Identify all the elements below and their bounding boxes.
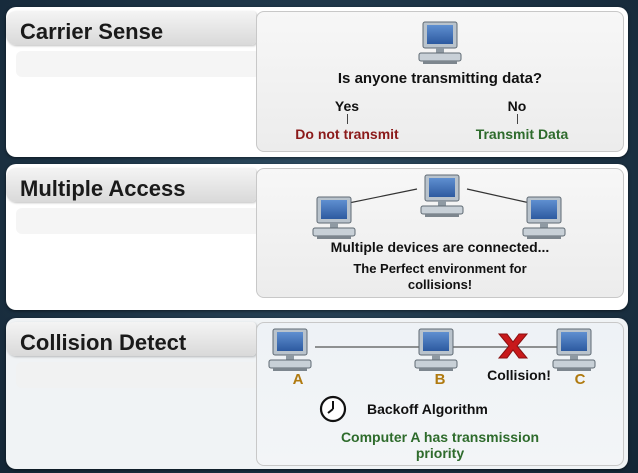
no-result: Transmit Data	[475, 126, 569, 142]
collision-x-icon	[497, 333, 529, 359]
computer-icon	[418, 21, 462, 64]
carrier-sense-title: Carrier Sense	[20, 19, 164, 44]
panel-shading	[16, 362, 261, 388]
collision-detect-box: A B Collision! C Backoff Algorithm Compu…	[256, 322, 624, 466]
option-no: No	[507, 98, 527, 114]
priority-line1: Computer A has transmission	[340, 429, 540, 445]
panel-shading	[16, 51, 261, 77]
no-connector	[517, 114, 518, 124]
panel-shading	[16, 208, 261, 234]
multiple-access-line1: Multiple devices are connected...	[330, 239, 550, 255]
multiple-access-line2: The Perfect environment for	[353, 261, 527, 276]
computer-icon	[552, 328, 596, 371]
yes-result: Do not transmit	[295, 126, 399, 142]
collision-detect-title: Collision Detect	[20, 330, 187, 355]
multiple-access-title: Multiple Access	[20, 176, 186, 201]
carrier-sense-box: Is anyone transmitting data? Yes No Do n…	[256, 11, 624, 152]
computer-icon	[420, 174, 464, 217]
multiple-access-box: Multiple devices are connected... The Pe…	[256, 168, 624, 298]
collision-detect-panel: Collision Detect	[6, 318, 628, 469]
priority-line2: priority	[415, 445, 465, 461]
computer-icon	[312, 196, 356, 239]
multiple-access-title-tab: Multiple Access	[6, 168, 256, 202]
computer-c-label: C	[574, 371, 586, 388]
computer-icon	[414, 328, 458, 371]
computer-a-label: A	[292, 371, 304, 388]
computer-icon	[522, 196, 566, 239]
multiple-access-panel: Multiple Access	[6, 164, 628, 310]
carrier-sense-panel: Carrier Sense Is anyone transmitting dat…	[6, 7, 628, 157]
clock-icon	[319, 395, 347, 423]
collision-label: Collision!	[487, 367, 551, 383]
option-yes: Yes	[334, 98, 360, 114]
computer-icon	[268, 328, 312, 371]
carrier-question: Is anyone transmitting data?	[337, 70, 543, 87]
multiple-access-line3: collisions!	[407, 277, 473, 292]
collision-detect-title-tab: Collision Detect	[6, 322, 256, 356]
backoff-algorithm-label: Backoff Algorithm	[367, 401, 488, 417]
computer-b-label: B	[434, 371, 446, 388]
yes-connector	[347, 114, 348, 124]
carrier-sense-title-tab: Carrier Sense	[6, 11, 256, 45]
